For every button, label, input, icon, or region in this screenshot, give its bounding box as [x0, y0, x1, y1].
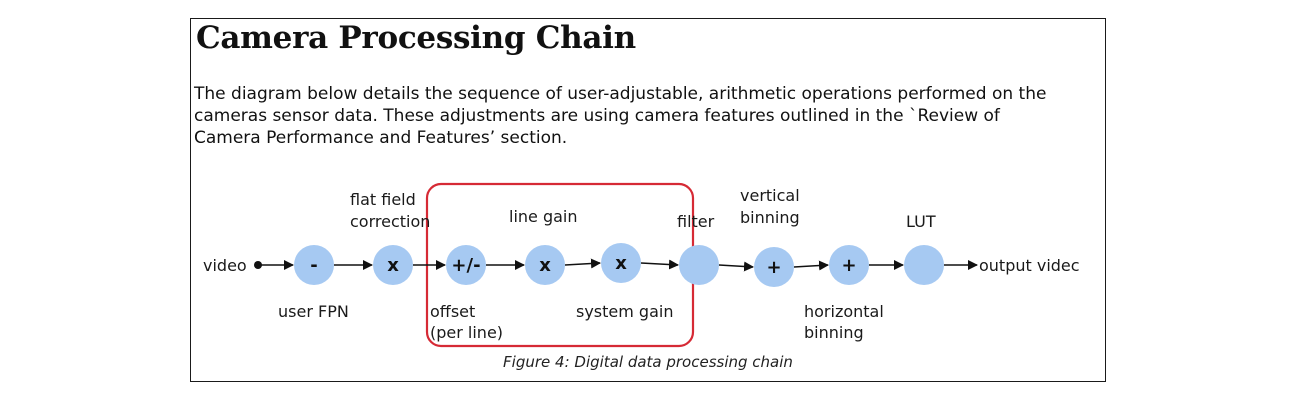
- symbol-multiply: x: [387, 255, 399, 276]
- nodes: [294, 243, 944, 287]
- input-label: video: [203, 256, 247, 275]
- node-filter: [679, 245, 719, 285]
- symbol-plus: +: [766, 257, 781, 278]
- label-flat-field: flat field: [350, 190, 416, 209]
- label-line-gain: line gain: [509, 207, 578, 226]
- label-horizontal-binning: binning: [804, 323, 864, 342]
- node-line-gain: [525, 245, 565, 285]
- figure-caption: Figure 4: Digital data processing chain: [503, 353, 793, 371]
- connector-arrow: [640, 259, 679, 270]
- node-system-gain: [601, 243, 641, 283]
- label-vertical-binning: binning: [740, 208, 800, 227]
- intro-line-1: The diagram below details the sequence o…: [194, 84, 1047, 104]
- connector-arrow: [718, 261, 754, 272]
- node-vertical-binning: [754, 247, 794, 287]
- label-system-gain: system gain: [576, 302, 673, 321]
- label-filter: filter: [677, 212, 715, 231]
- intro-paragraph: The diagram below details the sequence o…: [194, 83, 1104, 149]
- label-correction: correction: [350, 212, 430, 231]
- symbol-multiply: x: [539, 255, 551, 276]
- node-offset: [446, 245, 486, 285]
- label-horizontal: horizontal: [804, 302, 884, 321]
- page-title: Camera Processing Chain: [196, 20, 636, 56]
- label-per-line: (per line): [430, 323, 503, 342]
- node-lut: [904, 245, 944, 285]
- label-lut: LUT: [906, 212, 936, 231]
- input-dot: [254, 261, 262, 269]
- connector-arrow: [793, 260, 829, 271]
- label-offset: offset: [430, 302, 475, 321]
- symbol-minus: -: [310, 255, 317, 276]
- connectors: [261, 258, 978, 272]
- label-user-fpn: user FPN: [278, 302, 349, 321]
- label-vertical: vertical: [740, 186, 800, 205]
- intro-line-2: cameras sensor data. These adjustments a…: [194, 106, 1000, 126]
- symbol-multiply: x: [615, 253, 627, 274]
- intro-line-3: Camera Performance and Features’ section…: [194, 128, 568, 148]
- node-horizontal-binning: [829, 245, 869, 285]
- connector-arrow: [564, 258, 601, 269]
- symbol-plus: +: [841, 255, 856, 276]
- content-frame: [190, 18, 1106, 382]
- output-label: output videc: [979, 256, 1080, 275]
- node-user-fpn: [294, 245, 334, 285]
- node-flat-field: [373, 245, 413, 285]
- symbol-plus-minus: +/-: [451, 255, 480, 276]
